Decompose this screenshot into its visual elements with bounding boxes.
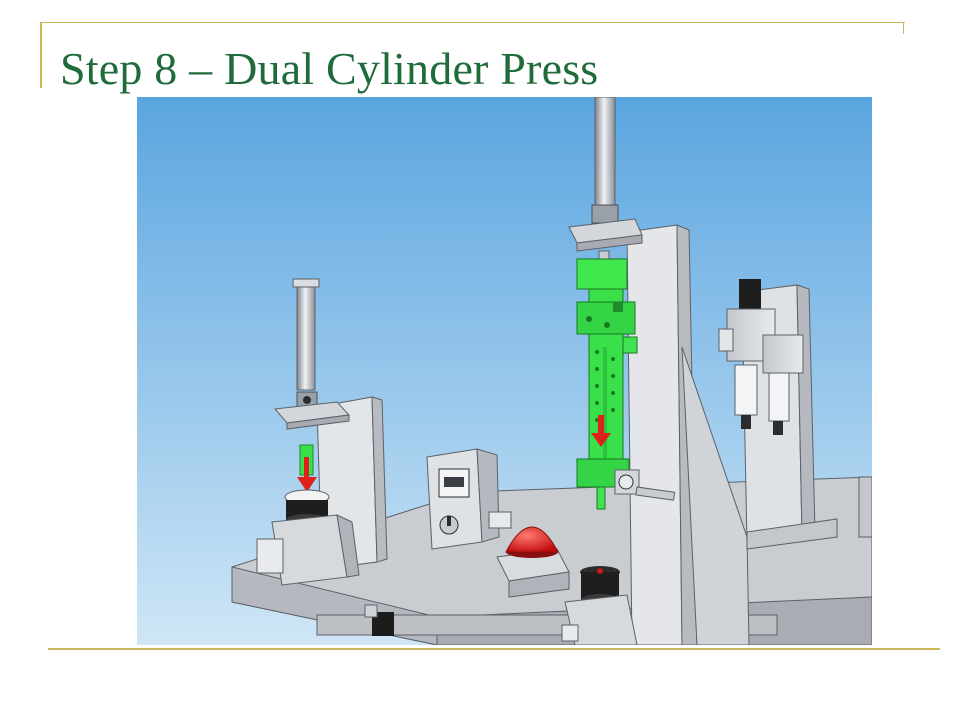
rule-top-end [903, 22, 904, 34]
center-cylinder [568, 97, 643, 266]
slide-title: Step 8 – Dual Cylinder Press [60, 43, 599, 94]
side-valve-handle [614, 469, 676, 501]
left-down-arrow [297, 457, 317, 492]
center-upright-plate [626, 224, 750, 645]
rule-top [40, 22, 905, 23]
right-knob [561, 566, 638, 645]
right-edge-block [858, 476, 872, 538]
rule-left [40, 22, 42, 88]
center-down-arrow [591, 415, 611, 447]
rule-bottom [48, 648, 940, 650]
press-illustration [137, 97, 872, 645]
green-slide-assembly [576, 258, 638, 510]
red-push-button [496, 526, 570, 598]
filter-regulator [718, 279, 804, 435]
control-panel [426, 448, 512, 550]
left-cylinder [256, 278, 360, 586]
